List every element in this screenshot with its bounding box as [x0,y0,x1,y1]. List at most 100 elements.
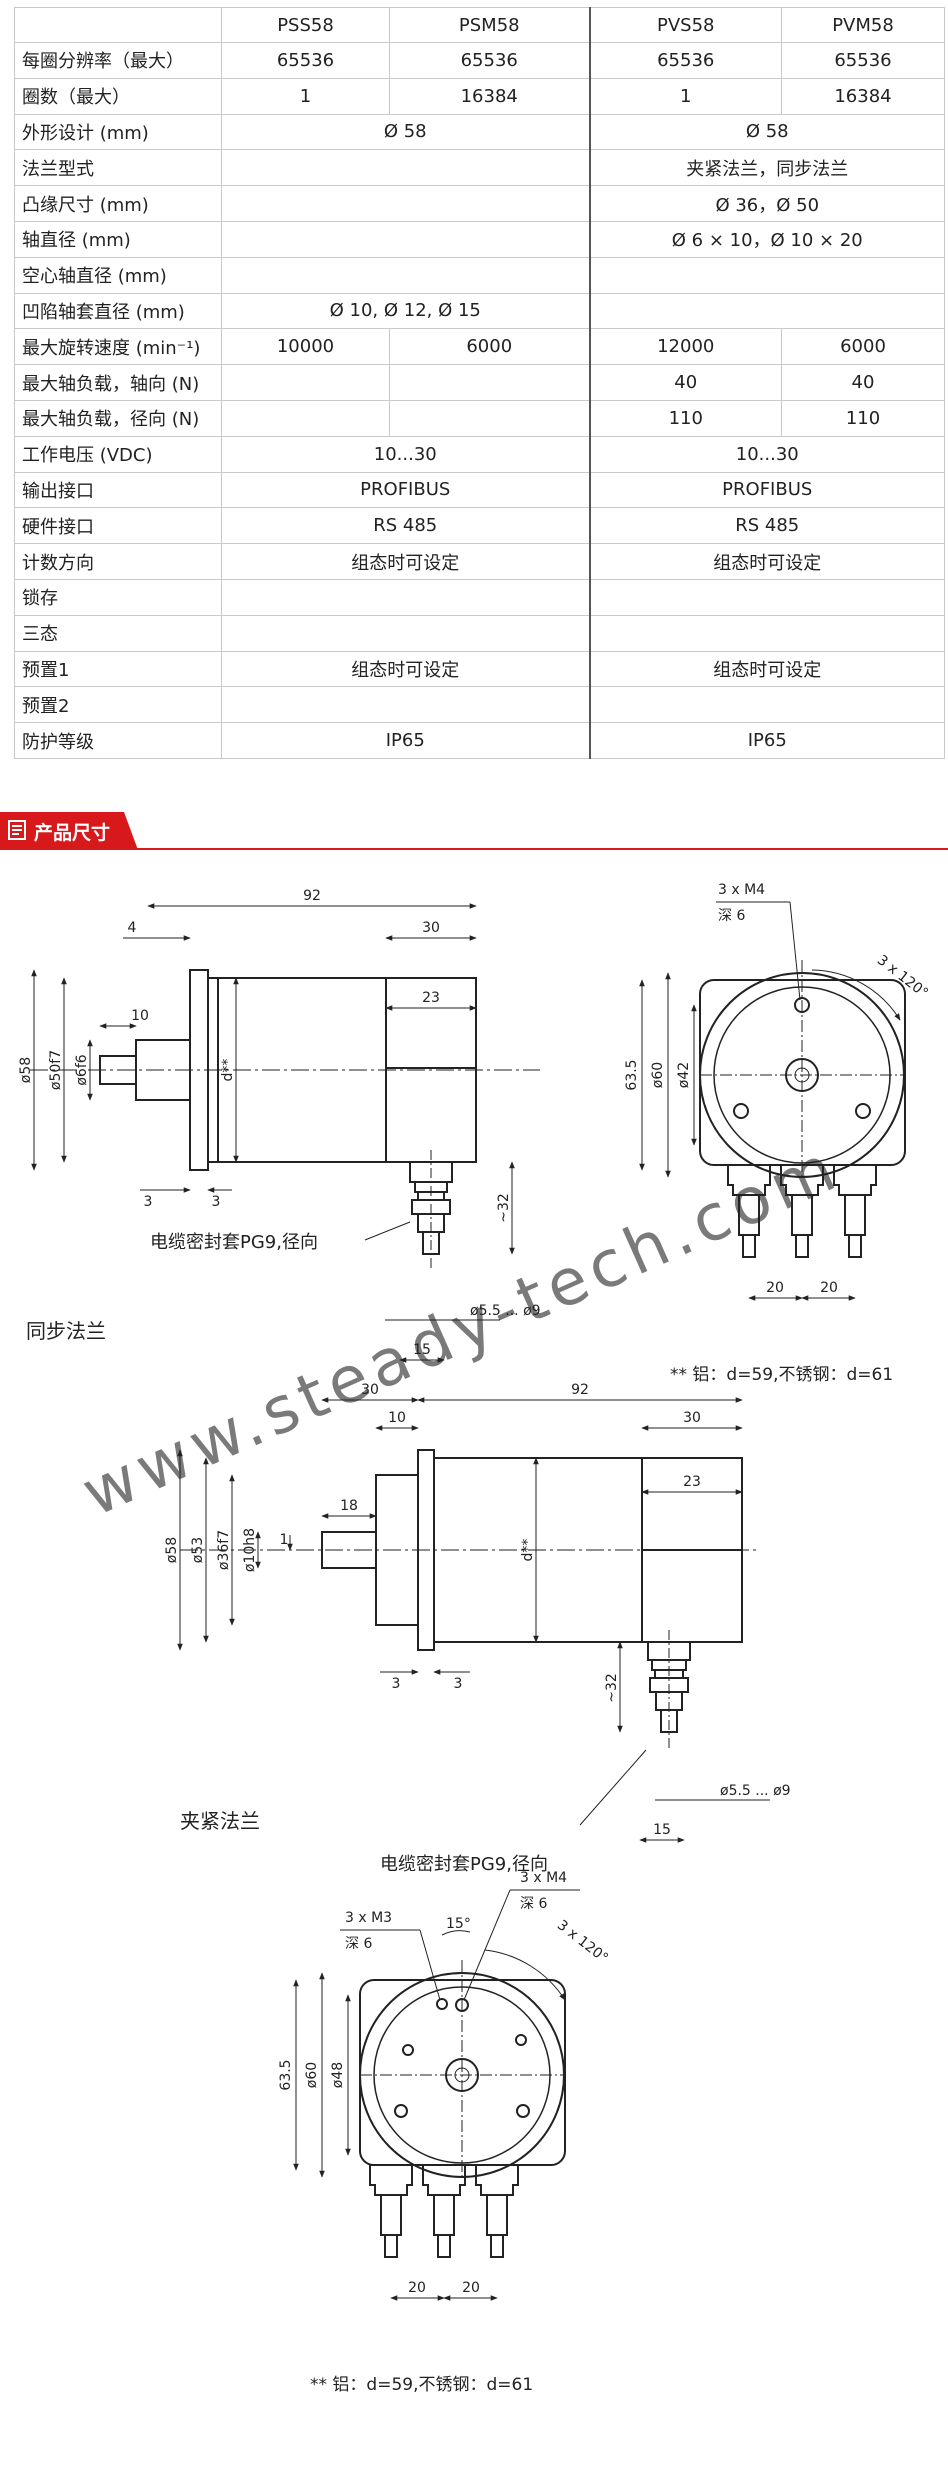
section-divider [0,848,948,850]
col-header-pvm58: PVM58 [781,7,945,43]
dim-gap-left: 3 [144,1194,153,1210]
dim-thread-small: 3 x M3 [345,1910,392,1926]
dim-pitch-left: 20 [766,1280,784,1296]
dim-thread: 3 x M4 [718,882,765,898]
cell [589,614,945,652]
row-label: 防护等级 [14,722,222,759]
spec-table: PSS58 PSM58 PVS58 PVM58 每圈分辨率（最大） 65536 … [14,7,945,759]
cell: 10...30 [221,435,591,473]
dim-height: 63.5 [624,1059,640,1090]
cell: 夹紧法兰，同步法兰 [589,149,945,187]
dim-height: 63.5 [278,2059,294,2090]
row-label: 凸缘尺寸 (mm) [14,185,222,222]
dim-gap-right: 3 [212,1194,221,1210]
cell: 1 [221,77,390,115]
dim-body-dia: ø58 [18,1057,34,1083]
dim-clamp-dia: ø53 [190,1537,206,1563]
row-label: 输出接口 [14,471,222,509]
cell: 16384 [389,77,591,115]
spec-row-hardware: 硬件接口 RS 485 RS 485 [14,507,945,545]
section-title: 产品尺寸 [34,822,111,844]
spec-row-speed: 最大旋转速度 (min⁻¹) 10000 6000 12000 6000 [14,328,945,366]
dim-gland-offset: 23 [683,1474,701,1490]
spec-row-radial-load: 最大轴负载，径向 (N) 110 110 [14,399,945,437]
sync-flange-labels: 92 30 4 10 23 3 3 ø58 ø50f7 ø6f6 d** ~32… [18,888,541,1358]
document-icon [8,820,26,840]
row-label: 外形设计 (mm) [14,113,222,151]
front-view-bottom [359,1960,566,2258]
spec-row-design: 外形设计 (mm) Ø 58 Ø 58 [14,113,945,151]
dim-shaft-dia: ø10h8 [242,1528,258,1572]
dim-pitch-left: 20 [408,2280,426,2296]
front-view-bottom-dimensions [293,1889,580,2301]
spec-header-row: PSS58 PSM58 PVS58 PVM58 [14,7,945,43]
dim-d-label: d** [520,1539,536,1562]
cell: Ø 58 [221,113,591,151]
cell [589,578,945,616]
spec-row-resolution: 每圈分辨率（最大） 65536 65536 65536 65536 [14,42,945,79]
clamp-flange-dimensions [177,1397,770,1843]
cell: Ø 58 [589,113,945,151]
col-header-psm58: PSM58 [389,7,591,43]
dim-gland-length: ~32 [604,1673,620,1703]
dim-shaft-length: 10 [131,1008,149,1024]
cell: 组态时可设定 [589,543,945,580]
cell [221,185,591,222]
cell [221,364,390,401]
spec-row-blind: 凹陷轴套直径 (mm) Ø 10, Ø 12, Ø 15 [14,292,945,330]
dim-cable-range: ø5.5 ... ø9 [470,1303,541,1319]
cell [389,364,591,401]
gland-label: 电缆密封套PG9,径向 [150,1232,318,1253]
sync-flange-dimensions [31,903,515,1363]
dim-outer-dia: ø60 [304,2062,320,2088]
spec-row-turns: 圈数（最大） 1 16384 1 16384 [14,77,945,115]
spec-row-preset1: 预置1 组态时可设定 组态时可设定 [14,650,945,688]
spec-row-tristate: 三态 [14,614,945,652]
cell: 65536 [389,42,591,79]
cell: 组态时可设定 [221,650,591,688]
spec-row-latch: 锁存 [14,578,945,616]
dim-pcd: ø42 [676,1062,692,1088]
dim-depth: 深 6 [718,908,745,924]
row-label: 三态 [14,614,222,652]
dim-gland-length: ~32 [496,1193,512,1223]
cell: IP65 [589,722,945,759]
cell: PROFIBUS [589,471,945,509]
row-label: 最大轴负载，径向 (N) [14,399,222,437]
cell [221,220,591,258]
dimension-drawings: www.steady-tech.com 92 [18,882,931,2395]
front-view-top [699,960,906,1258]
spec-row-preset2: 预置2 [14,686,945,724]
spec-header-empty [14,7,222,43]
dim-depth-small: 深 6 [345,1936,372,1952]
section-header-dimensions: 产品尺寸 [0,812,948,850]
cell: 110 [589,399,782,437]
cell: IP65 [221,722,591,759]
dim-shaft-length: 18 [340,1498,358,1514]
gland-label: 电缆密封套PG9,径向 [380,1854,548,1875]
clamp-flange-side-view [180,1449,760,1750]
spec-row-flange: 法兰型式 夹紧法兰，同步法兰 [14,149,945,187]
front-view-top-dimensions [639,901,901,1301]
cell: 40 [589,364,782,401]
dim-spigot-dia: ø36f7 [216,1530,232,1570]
spec-row-voltage: 工作电压 (VDC) 10...30 10...30 [14,435,945,473]
spec-row-protection: 防护等级 IP65 IP65 [14,722,945,759]
dim-overall-length: 92 [303,888,321,904]
cell: Ø 10, Ø 12, Ø 15 [221,292,591,330]
cell: Ø 36，Ø 50 [589,185,945,222]
cell: PROFIBUS [221,471,591,509]
row-label: 轴直径 (mm) [14,220,222,258]
row-label: 计数方向 [14,543,222,580]
section-tab [0,812,138,850]
row-label: 圈数（最大） [14,77,222,115]
dim-gland-width: 15 [413,1342,431,1358]
dim-angle-small: 15° [446,1916,471,1932]
dim-angle: 3 x 120° [554,1917,611,1966]
cell [589,256,945,294]
dim-housing-end: 30 [422,920,440,936]
dim-depth: 深 6 [520,1896,547,1912]
row-label: 每圈分辨率（最大） [14,42,222,79]
dim-shaft-flat: 1 [280,1532,289,1548]
caption-sync-flange: 同步法兰 [26,1319,106,1343]
